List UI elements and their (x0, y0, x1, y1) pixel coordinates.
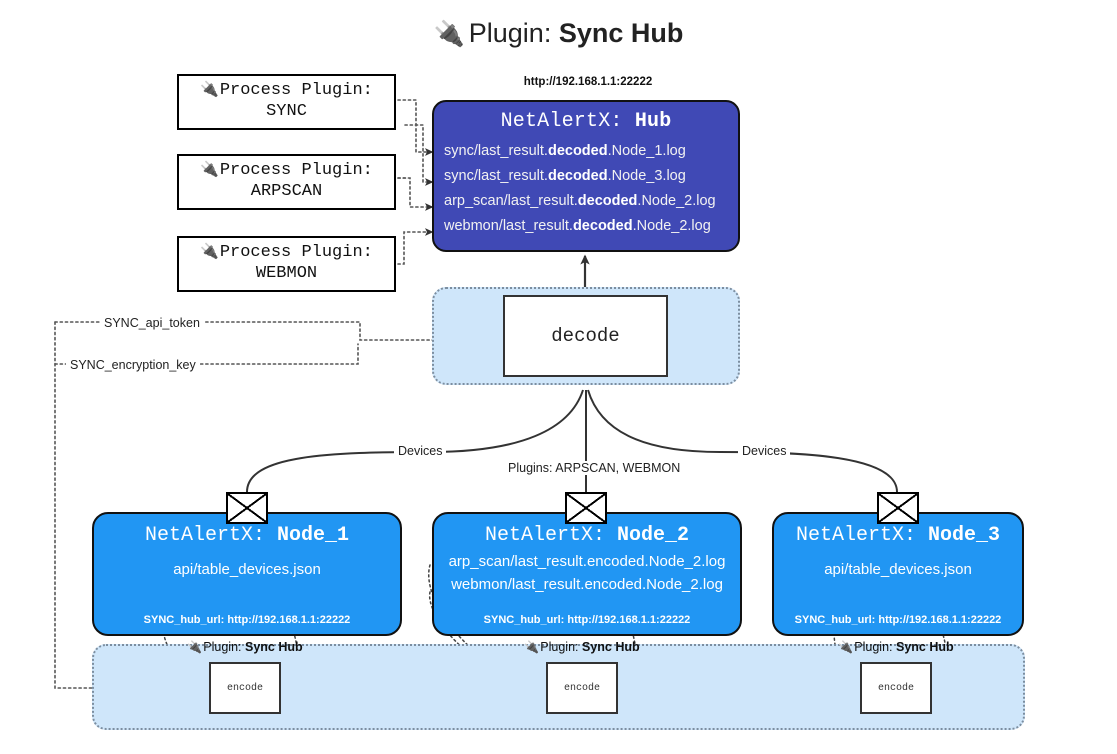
node-hub-url: SYNC_hub_url: http://192.168.1.1:22222 (794, 614, 1002, 626)
plug-icon: 🔌 (187, 640, 203, 654)
plug-icon: 🔌 (200, 162, 219, 180)
label-devices-left: Devices (394, 444, 447, 458)
encode-group-node-2: 🔌Plugin: Sync Hub encode (524, 640, 640, 714)
hub-url-label: http://192.168.1.1:22222 (523, 76, 653, 88)
encode-box[interactable]: encode (209, 662, 281, 714)
encode-box[interactable]: encode (860, 662, 932, 714)
plug-icon: 🔌 (200, 244, 219, 262)
node-detail-line: api/table_devices.json (824, 561, 972, 578)
node-card-node-1[interactable]: NetAlertX: Node_1 api/table_devices.json… (92, 512, 402, 636)
hub-log-line: sync/last_result.decoded.Node_1.log (444, 143, 686, 159)
encode-group-node-3: 🔌Plugin: Sync Hub encode (838, 640, 954, 714)
hub-title: NetAlertX: Hub (500, 110, 672, 133)
label-devices-right: Devices (738, 444, 791, 458)
link-api-token-to-decode (54, 321, 500, 344)
node-card-node-3[interactable]: NetAlertX: Node_3 api/table_devices.json… (772, 512, 1024, 636)
plug-icon: 🔌 (524, 640, 540, 654)
encode-box[interactable]: encode (546, 662, 618, 714)
link-sync-to-hub-1 (397, 99, 434, 156)
process-plugin-heading: 🔌Process Plugin: (200, 81, 373, 101)
process-plugin-name: ARPSCAN (250, 182, 323, 201)
encode-plugin-caption: 🔌Plugin: Sync Hub (187, 640, 303, 654)
envelope-icon (226, 492, 268, 524)
node-detail-line: arp_scan/last_result.encoded.Node_2.log (448, 553, 726, 570)
label-sync-encryption-key: SYNC_encryption_key (66, 358, 200, 372)
process-plugin-heading: 🔌Process Plugin: (200, 161, 373, 181)
link-arpscan-to-hub (397, 177, 434, 211)
process-plugin-webmon[interactable]: 🔌Process Plugin: WEBMON (177, 236, 396, 292)
node-detail-line: api/table_devices.json (173, 561, 321, 578)
node-detail-line: webmon/last_result.encoded.Node_2.log (451, 576, 723, 593)
hub-log-line: arp_scan/last_result.decoded.Node_2.log (444, 192, 716, 209)
link-sync-to-hub-2 (404, 124, 434, 186)
node-title: NetAlertX: Node_3 (795, 524, 1001, 547)
page-title-prefix: Plugin: (468, 18, 552, 48)
label-sync-api-token: SYNC_api_token (100, 316, 204, 330)
page-title-name: Sync Hub (558, 18, 684, 48)
envelope-icon (877, 492, 919, 524)
node-title: NetAlertX: Node_2 (484, 524, 690, 547)
plug-icon: 🔌 (838, 640, 854, 654)
decode-box[interactable]: decode (503, 295, 668, 377)
node-hub-url: SYNC_hub_url: http://192.168.1.1:22222 (143, 614, 351, 626)
process-plugin-sync[interactable]: 🔌Process Plugin: SYNC (177, 74, 396, 130)
process-plugin-name: WEBMON (255, 264, 318, 283)
envelope-icon (565, 492, 607, 524)
link-node3-to-decode (587, 389, 898, 493)
node-card-node-2[interactable]: NetAlertX: Node_2 arp_scan/last_result.e… (432, 512, 742, 636)
process-plugin-name: SYNC (266, 102, 307, 121)
process-plugin-heading: 🔌Process Plugin: (200, 243, 373, 263)
link-webmon-to-hub (397, 228, 434, 265)
process-plugin-arpscan[interactable]: 🔌Process Plugin: ARPSCAN (177, 154, 396, 210)
page-title: 🔌Plugin: Sync Hub (0, 18, 1117, 49)
encode-plugin-caption: 🔌Plugin: Sync Hub (524, 640, 640, 654)
hub-log-line: sync/last_result.decoded.Node_3.log (444, 167, 686, 184)
hub-log-line: webmon/last_result.decoded.Node_2.log (444, 217, 711, 234)
node-hub-url: SYNC_hub_url: http://192.168.1.1:22222 (483, 614, 691, 626)
plug-icon: 🔌 (433, 20, 465, 48)
encode-plugin-caption: 🔌Plugin: Sync Hub (838, 640, 954, 654)
link-node1-to-decode (246, 389, 584, 493)
node-title: NetAlertX: Node_1 (144, 524, 350, 547)
encode-group-node-1: 🔌Plugin: Sync Hub encode (187, 640, 303, 714)
label-plugins-middle: Plugins: ARPSCAN, WEBMON (504, 461, 685, 475)
plug-icon: 🔌 (200, 82, 219, 100)
hub-card[interactable]: NetAlertX: Hub sync/last_result.decoded.… (432, 100, 740, 252)
